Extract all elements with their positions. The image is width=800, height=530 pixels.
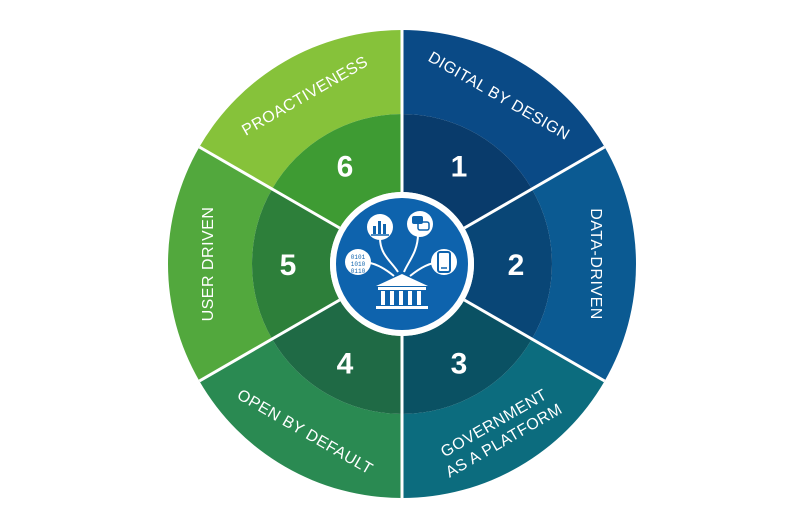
segment-outer-6 — [199, 30, 402, 189]
smartphone-icon — [431, 249, 457, 275]
segment-dividers — [198, 30, 606, 498]
segment-number-5: 5 — [280, 249, 297, 282]
segment-inner-4 — [272, 300, 402, 414]
center-hub: 0101 1010 0110 — [330, 192, 474, 336]
segment-inner-2 — [464, 189, 552, 339]
segment-outer-5 — [168, 147, 273, 381]
segment-divider — [463, 298, 606, 383]
segment-number-4: 4 — [337, 348, 354, 381]
svg-text:0110: 0110 — [351, 268, 366, 275]
segment-outer-4 — [199, 339, 402, 498]
segment-divider — [463, 145, 606, 230]
outer-ring — [168, 30, 636, 498]
segment-numbers: 1 2 3 4 5 6 — [280, 150, 525, 380]
segment-number-3: 3 — [451, 348, 468, 381]
segment-divider — [198, 298, 341, 383]
government-building-icon — [376, 274, 428, 309]
segment-inner-6 — [272, 114, 402, 228]
segment-number-2: 2 — [508, 249, 525, 282]
svg-text:1010: 1010 — [351, 261, 366, 268]
segment-inner-1 — [402, 114, 532, 228]
segment-outer-2 — [531, 147, 636, 381]
segment-label-line: USER DRIVEN — [200, 207, 217, 322]
segment-outer-1 — [402, 30, 605, 189]
chat-bubbles-icon — [407, 211, 433, 237]
segment-label-2: DATA-DRIVEN — [587, 208, 604, 320]
segment-number-1: 1 — [451, 150, 468, 183]
svg-text:0101: 0101 — [351, 254, 366, 261]
segment-number-6: 6 — [337, 150, 354, 183]
segment-inner-3 — [402, 300, 532, 414]
segment-divider — [198, 145, 341, 230]
inner-ring — [252, 114, 552, 414]
binary-data-icon: 0101 1010 0110 — [345, 249, 371, 275]
bar-chart-icon — [367, 214, 393, 240]
segment-inner-5 — [252, 189, 340, 339]
segment-label-line: DATA-DRIVEN — [587, 208, 604, 320]
segment-label-5: USER DRIVEN — [200, 207, 217, 322]
segment-outer-3 — [402, 339, 605, 498]
